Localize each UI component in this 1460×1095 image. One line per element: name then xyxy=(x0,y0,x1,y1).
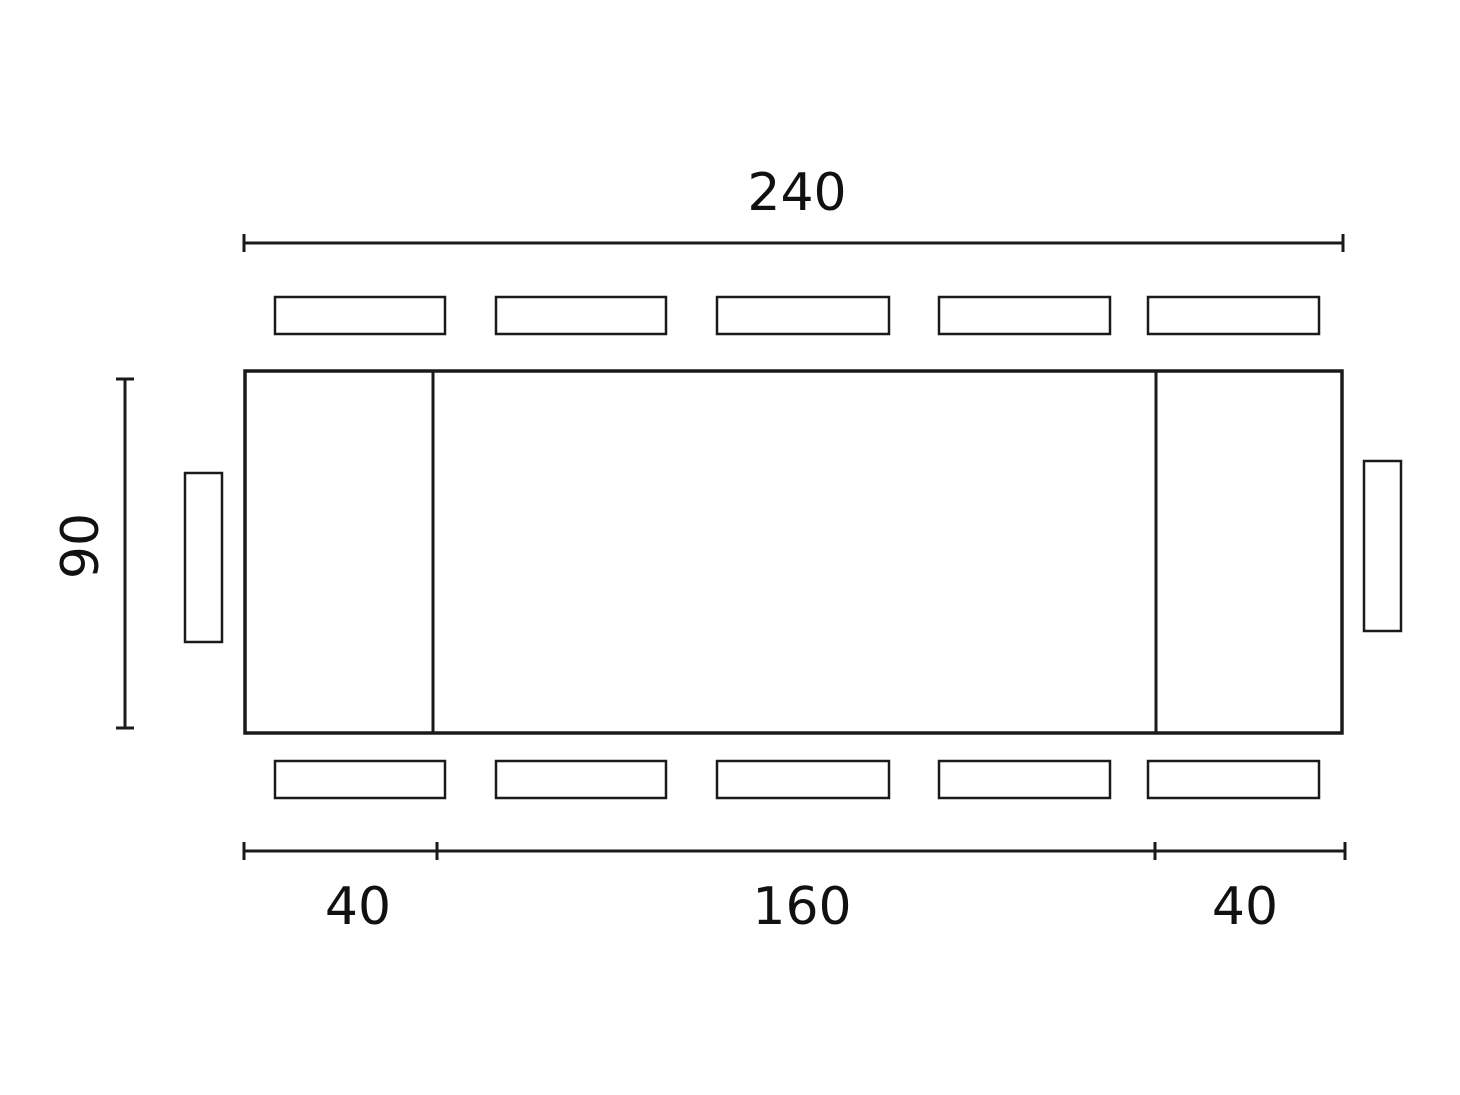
seat-top-1 xyxy=(273,295,447,336)
top-seats xyxy=(273,295,1321,336)
seat-left xyxy=(183,471,224,644)
seat-bottom-1 xyxy=(273,759,447,800)
width-label: 90 xyxy=(51,513,111,579)
overall-length-label: 240 xyxy=(747,163,846,223)
left-extension-label: 40 xyxy=(325,877,391,937)
seat-right xyxy=(1362,459,1403,633)
seat-bottom-2 xyxy=(494,759,668,800)
seat-top-3 xyxy=(715,295,891,336)
right-extension-label: 40 xyxy=(1212,877,1278,937)
seat-top-4 xyxy=(937,295,1112,336)
overall-length-dimension: 240 xyxy=(242,163,1345,252)
width-dimension: 90 xyxy=(51,377,134,730)
seat-top-5 xyxy=(1146,295,1321,336)
bottom-seats xyxy=(273,759,1321,800)
table-top xyxy=(243,369,1344,735)
seat-top-2 xyxy=(494,295,668,336)
table-outline xyxy=(243,369,1344,735)
segment-dimensions: 40 160 40 xyxy=(242,842,1347,937)
seat-bottom-4 xyxy=(937,759,1112,800)
seat-bottom-3 xyxy=(715,759,891,800)
seat-bottom-5 xyxy=(1146,759,1321,800)
center-section-label: 160 xyxy=(752,877,851,937)
